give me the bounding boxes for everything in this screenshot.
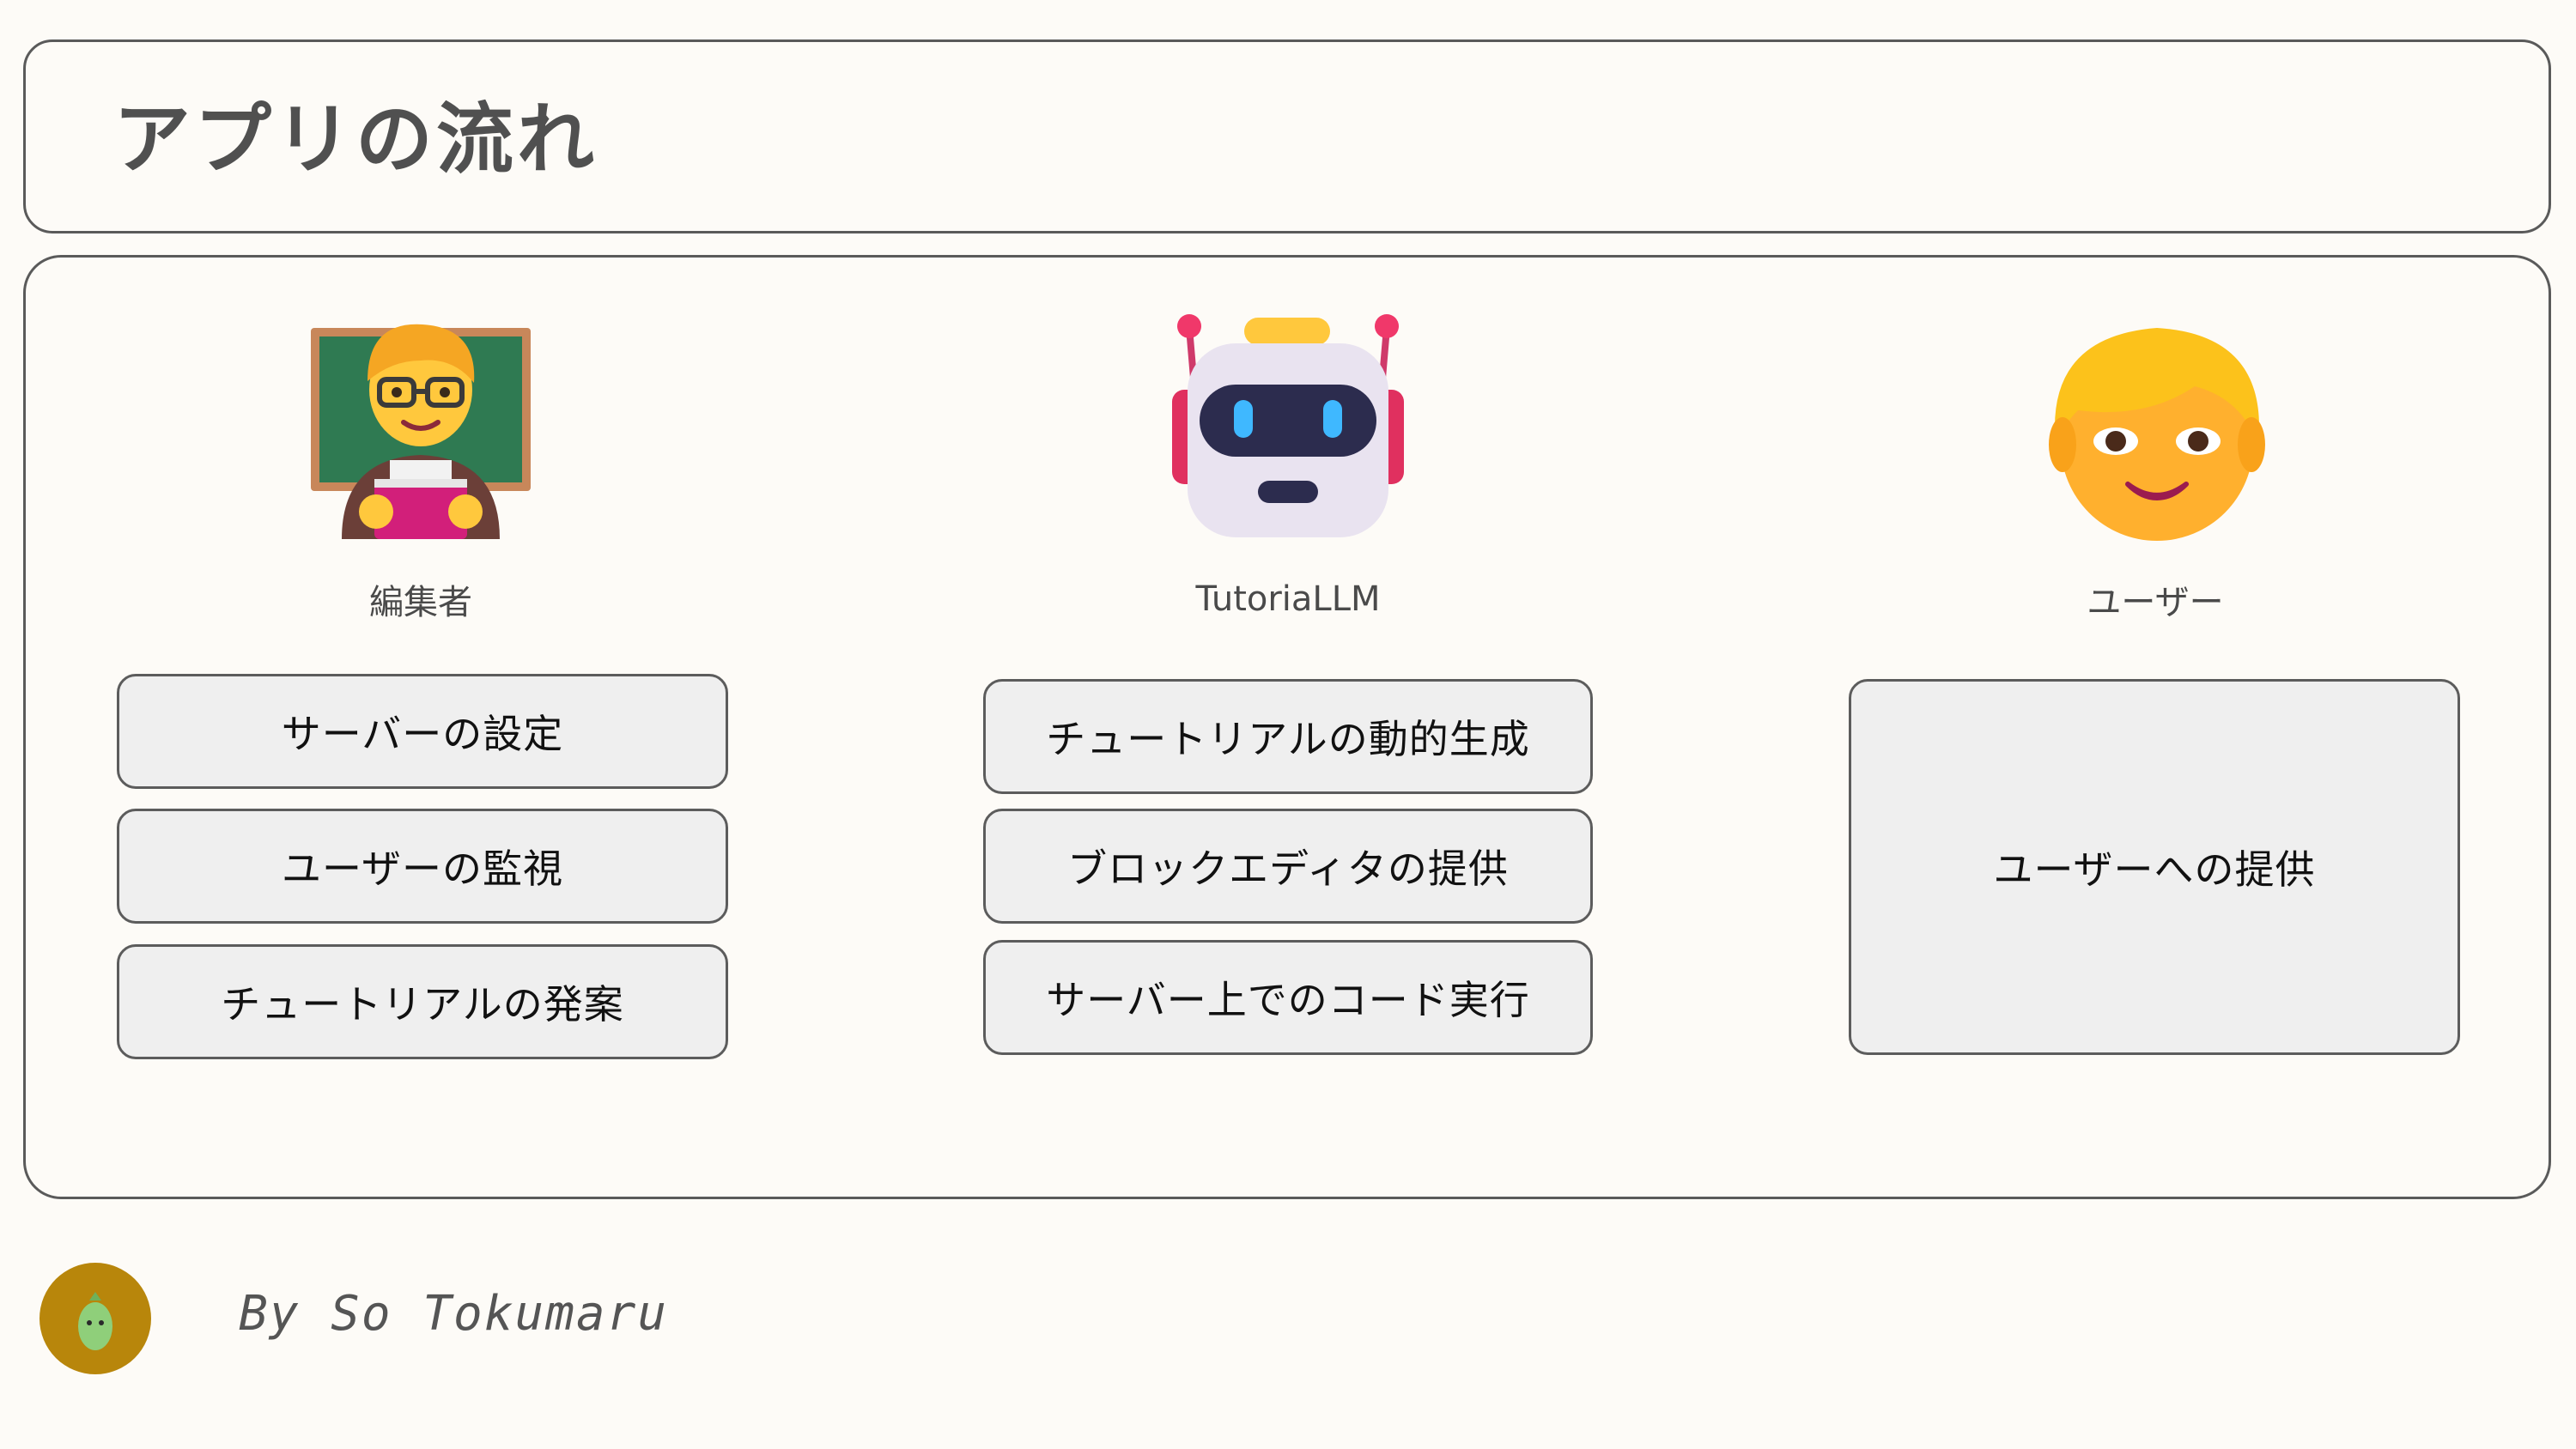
actor-label-user: ユーザー — [2087, 583, 2224, 622]
title-panel — [23, 39, 2551, 233]
actor-label-tutoriallm: TutoriaLLM — [1195, 579, 1381, 619]
task-box-server-code-execution: サーバー上でのコード実行 — [983, 940, 1593, 1055]
task-box-user-monitoring: ユーザーの監視 — [117, 809, 728, 924]
task-box-tutorial-proposal: チュートリアルの発案 — [117, 944, 728, 1059]
actor-label-editor: 編集者 — [369, 583, 472, 622]
task-box-dynamic-tutorial-generation: チュートリアルの動的生成 — [983, 679, 1593, 794]
person-face-icon — [2044, 316, 2270, 543]
author-byline: By So Tokumaru — [239, 1286, 669, 1342]
page-title: アプリの流れ — [113, 94, 598, 185]
task-box-block-editor: ブロックエディタの提供 — [983, 809, 1593, 924]
cactus-avatar-icon — [39, 1263, 151, 1374]
task-box-server-settings: サーバーの設定 — [117, 674, 728, 789]
robot-icon — [1172, 311, 1404, 543]
task-box-provide-to-user: ユーザーへの提供 — [1849, 679, 2460, 1055]
teacher-at-chalkboard-icon — [307, 312, 534, 539]
